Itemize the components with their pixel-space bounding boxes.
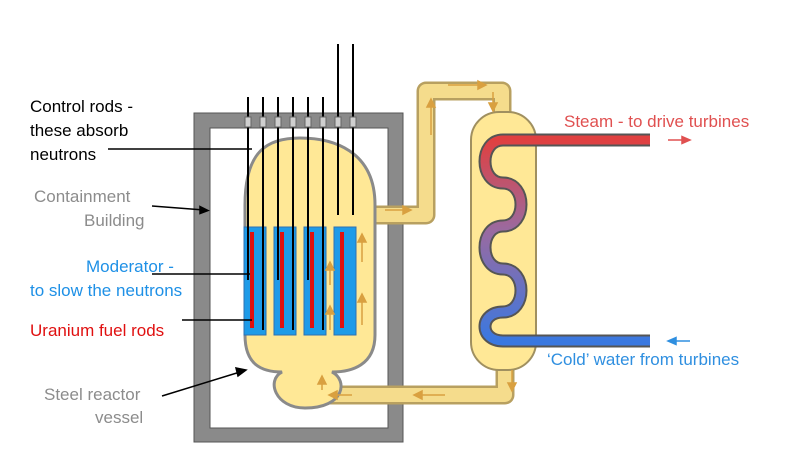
label-containment-1: Containment <box>34 187 131 206</box>
leader-lines <box>108 148 252 397</box>
label-control-rods-1: Control rods - <box>30 97 133 116</box>
label-vessel-1: Steel reactor <box>44 385 141 404</box>
cold-water-in-arrow <box>666 336 690 346</box>
label-steam: Steam - to drive turbines <box>564 112 750 131</box>
coolant-flow-arrows <box>316 79 518 401</box>
fuel-rods <box>250 232 344 328</box>
containment-leader <box>151 205 205 211</box>
label-moderator-2: to slow the neutrons <box>30 281 183 300</box>
containment-building <box>193 112 404 443</box>
label-vessel-2: vessel <box>95 408 144 427</box>
label-containment-2: Building <box>84 211 145 230</box>
fuel-rod <box>250 232 254 328</box>
moderator-block <box>243 226 267 336</box>
control-rods <box>247 44 354 330</box>
vessel-leader <box>161 371 241 397</box>
label-fuel-rods: Uranium fuel rods <box>30 321 165 340</box>
label-control-rods-3: neutrons <box>30 145 97 164</box>
steam-out-arrow <box>668 135 692 145</box>
label-control-rods-2: these absorb <box>30 121 129 140</box>
fuel-rod <box>340 232 344 328</box>
control-rod-seals <box>244 116 357 128</box>
moderator-blocks <box>243 226 357 336</box>
label-moderator-1: Moderator - <box>86 257 174 276</box>
moderator-block <box>303 226 327 336</box>
moderator-block <box>333 226 357 336</box>
heat-exchanger-coil <box>478 133 650 348</box>
moderator-block <box>273 226 297 336</box>
fuel-rod <box>280 232 284 328</box>
fuel-rod <box>310 232 314 328</box>
label-cold-water: ‘Cold’ water from turbines <box>547 350 740 369</box>
